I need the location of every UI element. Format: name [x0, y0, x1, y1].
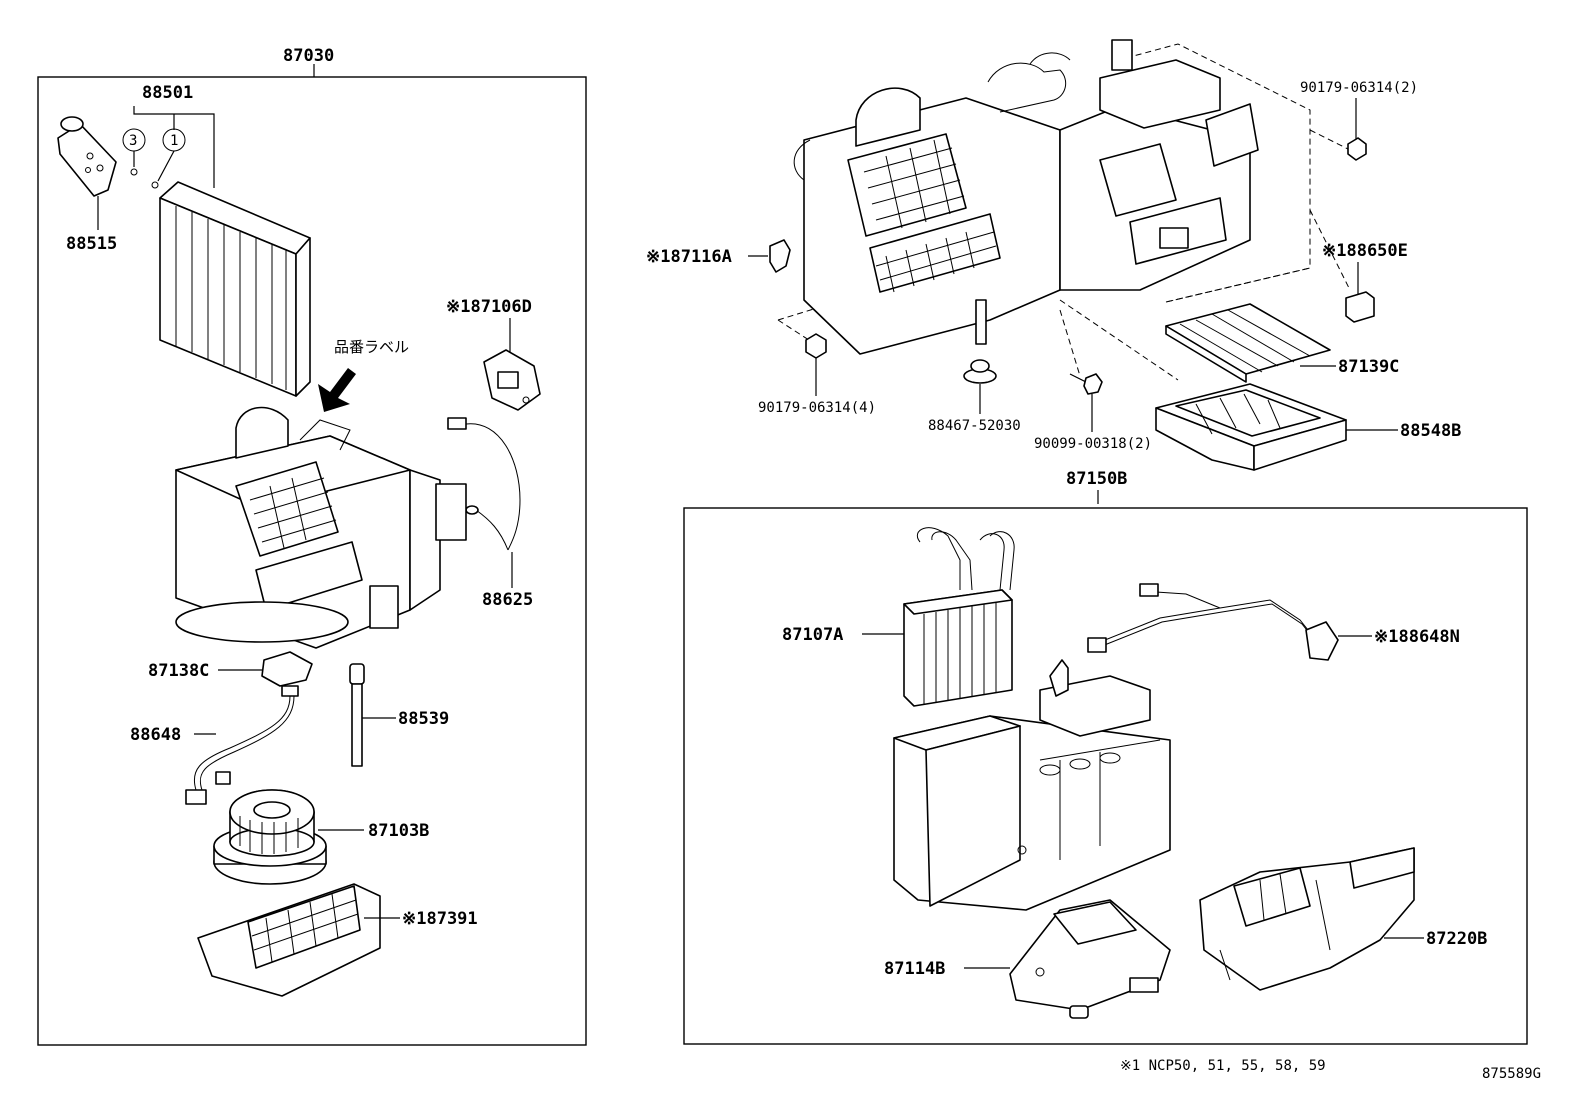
label-87106d[interactable]: ※187106D: [446, 297, 532, 317]
grommet-88467-part[interactable]: [963, 359, 997, 384]
lower-case-87391-part[interactable]: [197, 883, 381, 997]
air-filter-part[interactable]: [1165, 303, 1331, 383]
drain-hose-part[interactable]: [349, 663, 365, 767]
damper-case-87220b-part[interactable]: [1199, 847, 1415, 991]
label-88539[interactable]: 88539: [398, 709, 449, 729]
svg-text:3: 3: [129, 133, 137, 149]
footnote: ※1 NCP50, 51, 55, 58, 59: [1120, 1058, 1326, 1074]
clip-87116a-part[interactable]: [769, 239, 791, 273]
expansion-valve-part[interactable]: [57, 116, 117, 197]
blower-motor-part[interactable]: [213, 789, 327, 885]
bolt-90179-b-part[interactable]: [805, 333, 827, 359]
label-87391[interactable]: ※187391: [402, 909, 478, 929]
label-88648[interactable]: 88648: [130, 725, 181, 745]
label-88501[interactable]: 88501: [142, 83, 193, 103]
hvac-unit-assembly-part[interactable]: [793, 39, 1259, 355]
arrow-icon: [318, 368, 356, 412]
label-87103b[interactable]: 87103B: [368, 821, 429, 841]
screw-90099-part[interactable]: [1069, 373, 1103, 395]
label-90179-b[interactable]: 90179-06314(4): [758, 400, 876, 416]
right-upper-group: 90179-06314(2) ※187116A ※188650E 90179-0…: [646, 39, 1461, 471]
right-assembly-frame: [683, 507, 1528, 1045]
diagram-code: 875589G: [1482, 1066, 1541, 1082]
servo-88650e-part[interactable]: [1345, 291, 1375, 323]
label-88467[interactable]: 88467-52030: [928, 418, 1021, 434]
label-87138c[interactable]: 87138C: [148, 661, 209, 681]
label-90099[interactable]: 90099-00318(2): [1034, 436, 1152, 452]
bolt-90179-a-part[interactable]: [1347, 137, 1367, 161]
label-87107a[interactable]: 87107A: [782, 625, 843, 645]
register-87138c-part[interactable]: [261, 651, 313, 697]
label-87114b[interactable]: 87114B: [884, 959, 945, 979]
heater-core-part[interactable]: [903, 527, 1015, 707]
left-assembly-frame: [37, 76, 587, 1046]
label-90179-a[interactable]: 90179-06314(2): [1300, 80, 1418, 96]
label-87150b[interactable]: 87150B: [1066, 469, 1127, 489]
evaporator-core-part[interactable]: [159, 181, 311, 397]
svg-text:1: 1: [170, 133, 178, 149]
label-87116a[interactable]: ※187116A: [646, 247, 732, 267]
circle-callout-3: 3: [122, 128, 146, 176]
left-assembly-group: 87030 88501 3 1 88515: [37, 46, 587, 1046]
label-88648n[interactable]: ※188648N: [1374, 627, 1460, 647]
label-87030[interactable]: 87030: [283, 46, 334, 66]
servo-87106d-part[interactable]: [483, 349, 541, 411]
harness-88648n-part[interactable]: [1087, 583, 1339, 661]
label-88548b[interactable]: 88548B: [1400, 421, 1461, 441]
label-88625[interactable]: 88625: [482, 590, 533, 610]
thermistor-part[interactable]: [447, 417, 521, 551]
label-note-jp: 品番ラベル: [334, 338, 409, 356]
label-87139c[interactable]: 87139C: [1338, 357, 1399, 377]
label-88650e[interactable]: ※188650E: [1322, 241, 1408, 261]
filter-cover-part[interactable]: [1155, 383, 1347, 471]
wire-88648-part[interactable]: [185, 695, 295, 805]
duct-87114b-part[interactable]: [1009, 899, 1171, 1019]
right-assembly-group: 87150B 87107A: [683, 469, 1528, 1045]
heater-case-part[interactable]: [893, 659, 1171, 911]
label-87220b[interactable]: 87220B: [1426, 929, 1487, 949]
cooling-unit-case-part[interactable]: [175, 406, 467, 649]
circle-callout-1: 1: [151, 128, 186, 189]
label-88515[interactable]: 88515: [66, 234, 117, 254]
